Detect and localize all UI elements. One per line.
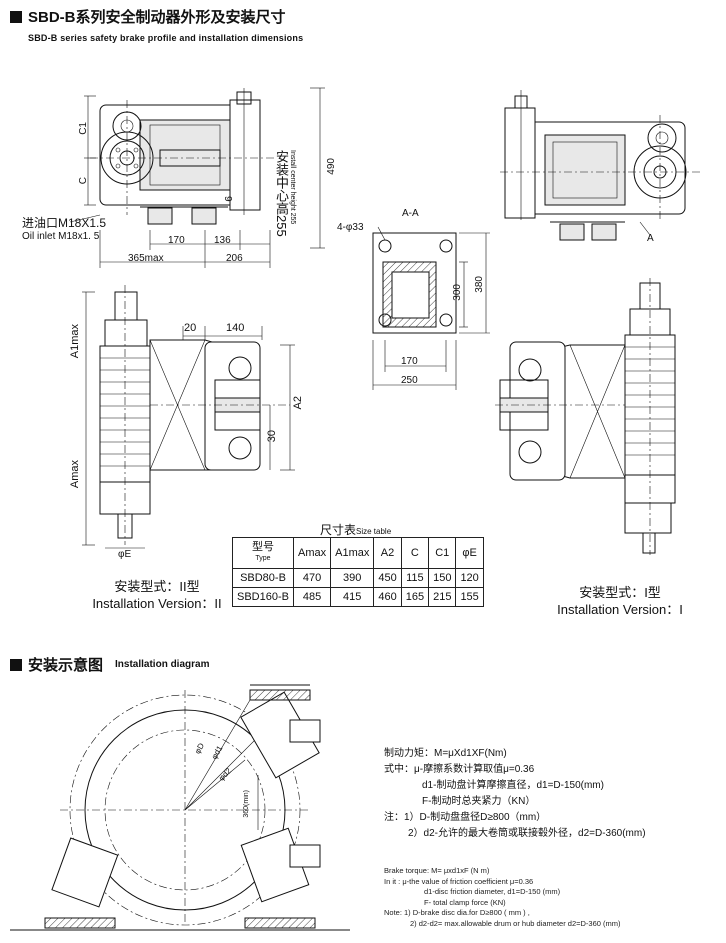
page-subtitle: SBD-B series safety brake profile and in… [28, 33, 304, 43]
table-cell-type: SBD80-B [232, 568, 294, 588]
dim-140: 140 [226, 322, 245, 334]
size-table-title-cn: 尺寸表 [320, 523, 357, 537]
size-table-header: Amax [292, 537, 332, 569]
install-title-cn: 安装示意图 [28, 657, 104, 674]
size-table-header: C1 [428, 537, 457, 569]
oil-inlet-label-cn: 进油口M18X1.5 [22, 216, 107, 230]
table-cell: 450 [373, 568, 402, 588]
aa-dim-170: 170 [401, 356, 418, 367]
install-section-title: 安装示意图 Installation diagram [10, 654, 209, 675]
table-cell: 460 [373, 587, 402, 607]
formula-en-line: d1-disc friction diameter, d1=D-150 (mm) [424, 887, 561, 896]
center-height-cn: 安装中心高255 [274, 150, 289, 237]
install-title-en: Installation diagram [115, 659, 210, 670]
oil-inlet-label-en: Oil inlet M18x1. 5 [22, 231, 100, 242]
formula-line: F-制动时总夹紧力（KN） [422, 796, 536, 807]
size-table-title-en: Size table [356, 527, 392, 536]
size-table-header: A2 [373, 537, 402, 569]
size-table-title: 尺寸表Size table [320, 521, 391, 538]
caption-version-ii-cn: 安装型式：II型 [114, 579, 200, 594]
dim-206: 206 [226, 253, 243, 264]
formula-en-line: F- total clamp force (KN) [424, 897, 506, 907]
formula-cn: 制动力矩：M=μXd1XF(Nm) 式中：μ-摩擦系数计算取值μ=0.36 d1… [384, 746, 646, 842]
page-title-text: SBD-B系列安全制动器外形及安装尺寸 [28, 9, 286, 26]
table-cell-type: SBD160-B [232, 587, 294, 607]
size-table-header-row: 型号 Type Amax A1max A2 C C1 φE [232, 537, 484, 569]
dim-365max: 365max [128, 253, 164, 264]
formula-line: 制动力矩：M=μXd1XF(Nm) [384, 748, 507, 759]
caption-version-i-en: Installation Version：I [557, 602, 683, 617]
header-type-cn: 型号 [251, 541, 274, 553]
caption-version-ii: 安装型式：II型 Installation Version：II [62, 578, 252, 612]
caption-version-i: 安装型式：I型 Installation Version：I [540, 584, 700, 618]
table-cell: 215 [428, 587, 457, 607]
view-a-label: A [647, 233, 654, 244]
formula-en-line: Brake torque: M= μxd1xF (N m) [384, 866, 490, 875]
dim-phie: φE [118, 549, 132, 560]
dim-170: 170 [168, 235, 185, 246]
formula-en-line: In it : μ-the value of friction coeffici… [384, 876, 534, 886]
caption-version-i-cn: 安装型式：I型 [579, 585, 661, 600]
size-table: 型号 Type Amax A1max A2 C C1 φE SBD80-B 47… [232, 537, 484, 607]
formula-en: Brake torque: M= μxd1xF (N m) In it : μ-… [384, 866, 621, 929]
formula-line: 注：1）D-制动盘盘径D≥800（mm） [384, 812, 547, 823]
size-table-header-type: 型号 Type [232, 537, 294, 569]
size-table-header: φE [455, 537, 484, 569]
dim-9: 9 [222, 196, 233, 202]
table-cell: 150 [428, 568, 457, 588]
center-height-en: Install center height 255 [289, 150, 296, 225]
formula-en-line: 2) d2-d2= max.allowable drum or hub diam… [410, 918, 621, 928]
formula-line: d1-制动盘计算摩擦直径，d1=D-150(mm) [422, 780, 604, 791]
title-square-icon [10, 10, 22, 23]
table-cell: 155 [455, 587, 484, 607]
table-row: SBD160-B 485 415 460 165 215 155 [232, 587, 484, 607]
formula-line: 式中：μ-摩擦系数计算取值μ=0.36 [384, 764, 535, 775]
dim-20: 20 [184, 322, 197, 334]
aa-holes: 4-φ33 [337, 222, 364, 233]
formula-line: 2）d2-允许的最大卷筒或联接毂外径，d2=D-360(mm) [408, 828, 646, 839]
size-table-header: C [400, 537, 430, 569]
header-type-en: Type [255, 555, 271, 562]
formula-en-line: Note: 1) D-brake disc dia.for D≥800 ( mm… [384, 908, 530, 917]
aa-title: A-A [402, 208, 419, 219]
section-square-icon [10, 658, 22, 671]
table-cell: 120 [455, 568, 484, 588]
page-title: SBD-B系列安全制动器外形及安装尺寸 [10, 6, 286, 27]
aa-dim-250: 250 [401, 375, 418, 386]
diagram-label-360min: 360(min) [243, 790, 250, 818]
table-row: SBD80-B 470 390 450 115 150 120 [232, 568, 484, 588]
caption-version-ii-en: Installation Version：II [92, 596, 222, 611]
dim-136: 136 [214, 235, 231, 246]
